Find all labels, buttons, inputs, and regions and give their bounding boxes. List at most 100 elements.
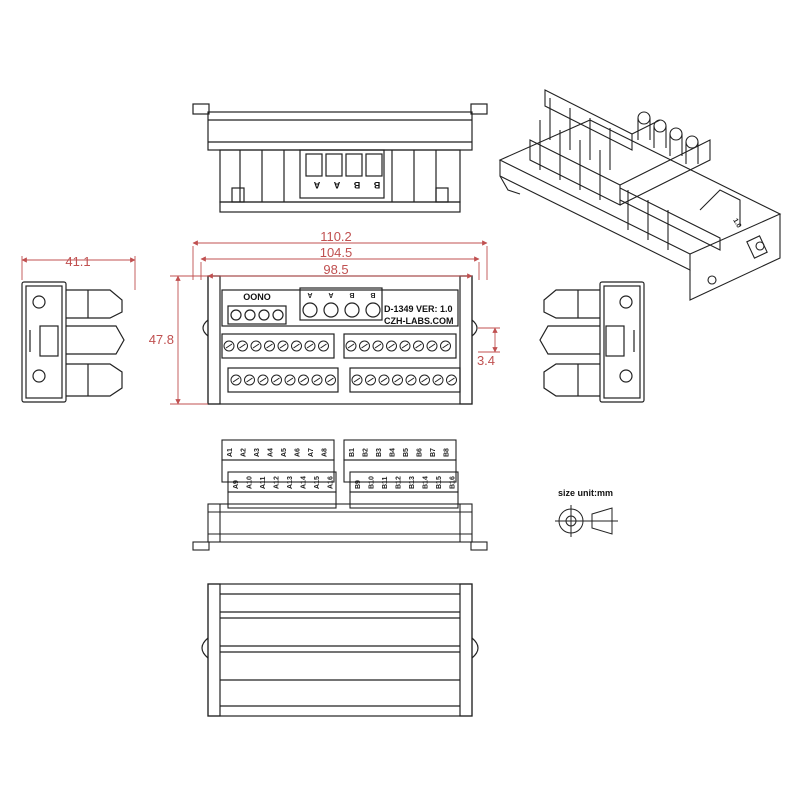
dim-width-overall: 110.2	[320, 229, 352, 244]
pin-b-top-label: B8	[444, 448, 451, 457]
screw-slot	[246, 377, 253, 383]
screw-slot	[306, 343, 314, 349]
pin-label-3: B	[349, 291, 354, 298]
pin-b-top-label: B7	[430, 448, 437, 457]
pin-b-top-label: B2	[363, 448, 370, 457]
isometric-view	[498, 89, 782, 301]
logo-text: OONO	[243, 292, 271, 302]
pin-a-top-label: A7	[308, 448, 315, 457]
screw-slot	[407, 377, 415, 383]
pin-b-top-label: B5	[403, 448, 410, 457]
top-view-letters: A A B B	[313, 180, 380, 190]
screw-slot	[300, 377, 307, 383]
screw-slot	[353, 377, 361, 383]
screw-slot	[448, 377, 455, 383]
pin-b-bottom-label: B13	[409, 476, 416, 489]
pin-a-top-label: A4	[268, 448, 275, 457]
screw-slot	[252, 343, 260, 349]
site-text: CZH-LABS.COM	[384, 316, 454, 326]
pin-a-top-label: A2	[241, 448, 248, 457]
screw-slot	[442, 343, 449, 349]
screw-slot	[320, 343, 327, 349]
unit-legend: size unit:mm	[555, 488, 618, 537]
pin-a-bottom-label: A13	[287, 476, 294, 489]
pin-a-top-label: A1	[227, 448, 234, 457]
pin-a-bottom-label: A10	[247, 476, 254, 489]
bottom-view	[201, 583, 479, 717]
dim-small: 3.4	[477, 353, 495, 368]
iso-mini-text: 1.0	[731, 218, 742, 230]
dim-height: 47.8	[149, 332, 174, 347]
pin-header-screws	[302, 302, 381, 318]
pin-a-top-label: A6	[295, 448, 302, 457]
screw-slot	[266, 343, 273, 349]
pin-a-bottom-label: A14	[301, 476, 308, 489]
pin-b-top-label: B6	[417, 448, 424, 457]
model-text: D-1349 VER: 1.0	[384, 304, 453, 314]
screw-slot	[394, 377, 401, 383]
pin-a-bottom-label: A12	[274, 476, 281, 489]
pin-b-bottom-label: B14	[423, 476, 430, 489]
screw-slot	[434, 377, 442, 383]
screw-slot	[239, 343, 246, 349]
pin-b-bottom-label: B16	[450, 476, 457, 489]
pin-b-bottom-label: B11	[382, 476, 389, 489]
label-view	[192, 439, 488, 551]
pin-a-bottom-label: A11	[260, 476, 267, 489]
top-view-pin-header	[305, 153, 383, 177]
screw-slot	[347, 343, 355, 349]
dim-depth: 41.1	[65, 254, 90, 269]
dim-width-mid: 104.5	[320, 245, 353, 260]
screw-slot	[388, 343, 395, 349]
unit-text: size unit:mm	[558, 488, 613, 498]
pin-label-1: A	[307, 291, 312, 298]
screw-slot	[313, 377, 321, 383]
screw-slot	[286, 377, 294, 383]
dim-width-inner: 98.5	[323, 262, 348, 277]
screw-slot	[380, 377, 388, 383]
screw-slot	[273, 377, 280, 383]
screw-slot	[327, 377, 334, 383]
pin-label-2: A	[328, 291, 333, 298]
top-letter-1: A	[313, 180, 320, 190]
pin-b-bottom-label: B10	[369, 476, 376, 489]
screw-slot	[428, 343, 436, 349]
screw-slot	[415, 343, 422, 349]
dimension-labels: 110.2 104.5 98.5 47.8 41.1 3.4	[65, 229, 495, 368]
screw-slot	[232, 377, 240, 383]
screw-slot	[367, 377, 374, 383]
top-view-slots	[239, 150, 437, 202]
pin-a-bottom-label: A9	[233, 480, 240, 489]
right-side-view	[539, 281, 645, 403]
front-text: OONO D-1349 VER: 1.0 CZH-LABS.COM A A B …	[243, 291, 453, 326]
top-view	[192, 103, 488, 213]
top-letter-2: A	[333, 180, 340, 190]
screw-slot	[374, 343, 382, 349]
screw-slot	[225, 343, 233, 349]
screw-slot	[401, 343, 409, 349]
pin-b-top-label: B1	[349, 448, 356, 457]
screw-slot	[293, 343, 300, 349]
pin-a-top-label: A3	[254, 448, 261, 457]
pin-b-top-label: B4	[390, 448, 397, 457]
pin-a-top-label: A8	[322, 448, 329, 457]
dimension-lines	[21, 240, 500, 405]
screw-slot	[361, 343, 368, 349]
pin-label-4: B	[370, 291, 375, 298]
pin-a-top-label: A5	[281, 448, 288, 457]
logo-box	[227, 305, 287, 325]
pin-a-bottom-label: A15	[314, 476, 321, 489]
screw-slot	[421, 377, 428, 383]
pin-b-top-label: B3	[376, 448, 383, 457]
left-side-view	[21, 281, 125, 403]
pin-b-bottom-label: B9	[355, 480, 362, 489]
top-letter-3: B	[353, 180, 360, 190]
pin-b-bottom-label: B15	[436, 476, 443, 489]
front-screws	[223, 340, 457, 386]
screw-slot	[279, 343, 287, 349]
pin-a-bottom-label: A16	[328, 476, 335, 489]
top-letter-4: B	[373, 180, 380, 190]
screw-slot	[259, 377, 267, 383]
